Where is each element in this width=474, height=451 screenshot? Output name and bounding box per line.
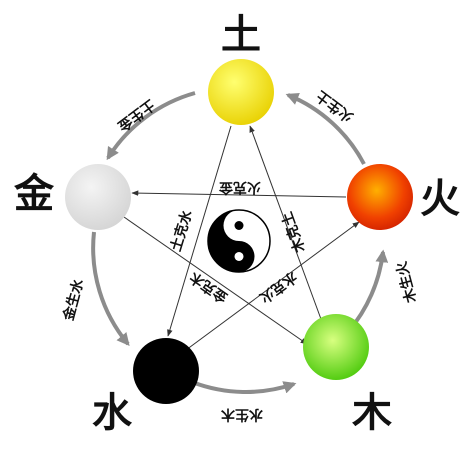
line-water-to-fire xyxy=(185,221,360,351)
arc-earth-to-metal xyxy=(106,91,196,161)
metal-circle xyxy=(65,164,131,230)
arc-metal-to-water xyxy=(91,231,130,346)
label-metal-water: 金生水 xyxy=(60,276,88,323)
label-fire-earth: 火生土 xyxy=(313,87,357,126)
label-wood-fire: 木生火 xyxy=(393,259,421,306)
label-earth-water: 土克水 xyxy=(167,207,196,253)
line-wood-to-earth xyxy=(249,125,326,331)
arc-fire-to-earth xyxy=(285,92,366,165)
arc-water-to-wood xyxy=(191,380,297,394)
wood-circle xyxy=(303,314,369,380)
controlling-star xyxy=(123,125,360,351)
fire-label: 火 xyxy=(420,176,460,222)
earth-circle xyxy=(208,59,274,125)
earth-label: 土 xyxy=(221,12,261,58)
water-label: 水 xyxy=(92,390,133,436)
metal-label: 金 xyxy=(13,171,55,217)
wood-label: 木 xyxy=(352,390,392,436)
yin-yang-symbol xyxy=(207,209,271,273)
label-wood-earth: 木克土 xyxy=(278,210,309,256)
line-earth-to-water xyxy=(167,125,232,337)
label-fire-metal: 火克金 xyxy=(218,179,261,196)
line-metal-to-wood xyxy=(123,216,308,345)
label-water-wood: 水生木 xyxy=(220,406,263,423)
water-circle xyxy=(133,338,199,404)
line-fire-to-metal xyxy=(131,190,347,198)
label-water-fire: 水克火 xyxy=(255,268,300,307)
label-earth-metal: 土生金 xyxy=(114,96,159,135)
fire-circle xyxy=(347,164,413,230)
